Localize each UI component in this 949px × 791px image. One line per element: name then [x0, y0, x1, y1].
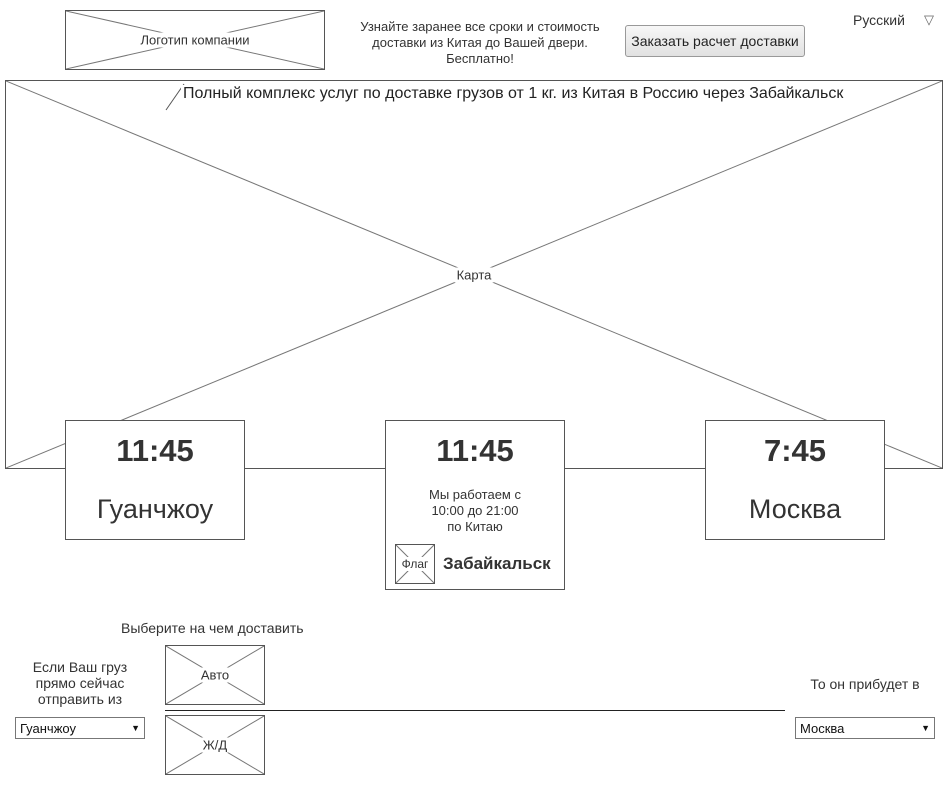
logo-label: Логотип компании	[138, 32, 252, 48]
order-delivery-calculation-button[interactable]: Заказать расчет доставки	[625, 25, 805, 57]
clock-city: Москва	[748, 494, 842, 524]
working-hours-line: по Китаю	[447, 519, 503, 534]
promo-line: доставки из Китая до Вашей двери.	[372, 35, 588, 50]
company-logo: Логотип компании	[65, 10, 325, 70]
working-hours-line: 10:00 до 21:00	[431, 503, 519, 518]
transport-rail-option[interactable]: Ж/Д	[165, 715, 265, 775]
working-hours: Мы работаем с 10:00 до 21:00 по Китаю	[386, 487, 564, 535]
transport-auto-option[interactable]: Авто	[165, 645, 265, 705]
clock-city: Гуанчжоу	[96, 494, 214, 524]
clock-card-moscow: 7:45 Москва	[705, 420, 885, 540]
transport-rail-label: Ж/Д	[200, 737, 230, 753]
clock-time: 11:45	[436, 433, 514, 468]
dropdown-arrow-icon: ▼	[131, 723, 140, 733]
transport-auto-label: Авто	[198, 667, 232, 683]
origin-label-line: прямо сейчас	[35, 675, 125, 691]
flag-icon: Флаг	[395, 544, 435, 584]
promo-line: Узнайте заранее все сроки и стоимость	[360, 19, 600, 34]
clock-city: Забайкальск	[443, 554, 551, 573]
chevron-down-icon: ▽	[924, 12, 934, 27]
language-value: Русский	[853, 12, 905, 28]
promo-line: Бесплатно!	[446, 51, 514, 66]
destination-city-value: Москва	[800, 720, 845, 736]
origin-label-line: отправить из	[37, 691, 123, 707]
origin-label-line: Если Ваш груз	[32, 659, 128, 675]
promo-text: Узнайте заранее все сроки и стоимость до…	[340, 19, 620, 67]
language-selector[interactable]: Русский ▽	[853, 12, 943, 30]
transport-choose-label: Выберите на чем доставить	[121, 620, 304, 636]
clock-time: 7:45	[763, 433, 827, 468]
working-hours-line: Мы работаем с	[429, 487, 521, 502]
clock-card-zabaikalsk: 11:45 Мы работаем с 10:00 до 21:00 по Ки…	[385, 420, 565, 590]
map[interactable]: Карта	[5, 80, 943, 469]
origin-city-value: Гуанчжоу	[20, 720, 76, 736]
map-label: Карта	[454, 267, 494, 282]
page-title: Полный комплекс услуг по доставке грузов…	[181, 85, 846, 103]
origin-city-select[interactable]: Гуанчжоу ▼	[15, 717, 145, 739]
origin-label: Если Ваш груз прямо сейчас отправить из	[10, 659, 150, 707]
clock-card-guangzhou: 11:45 Гуанчжоу	[65, 420, 245, 540]
dropdown-arrow-icon: ▼	[921, 723, 930, 733]
destination-city-select[interactable]: Москва ▼	[795, 717, 935, 739]
route-divider	[165, 710, 785, 711]
flag-label: Флаг	[399, 557, 431, 571]
clock-time: 11:45	[116, 433, 194, 468]
destination-label: То он прибудет в	[810, 676, 920, 692]
